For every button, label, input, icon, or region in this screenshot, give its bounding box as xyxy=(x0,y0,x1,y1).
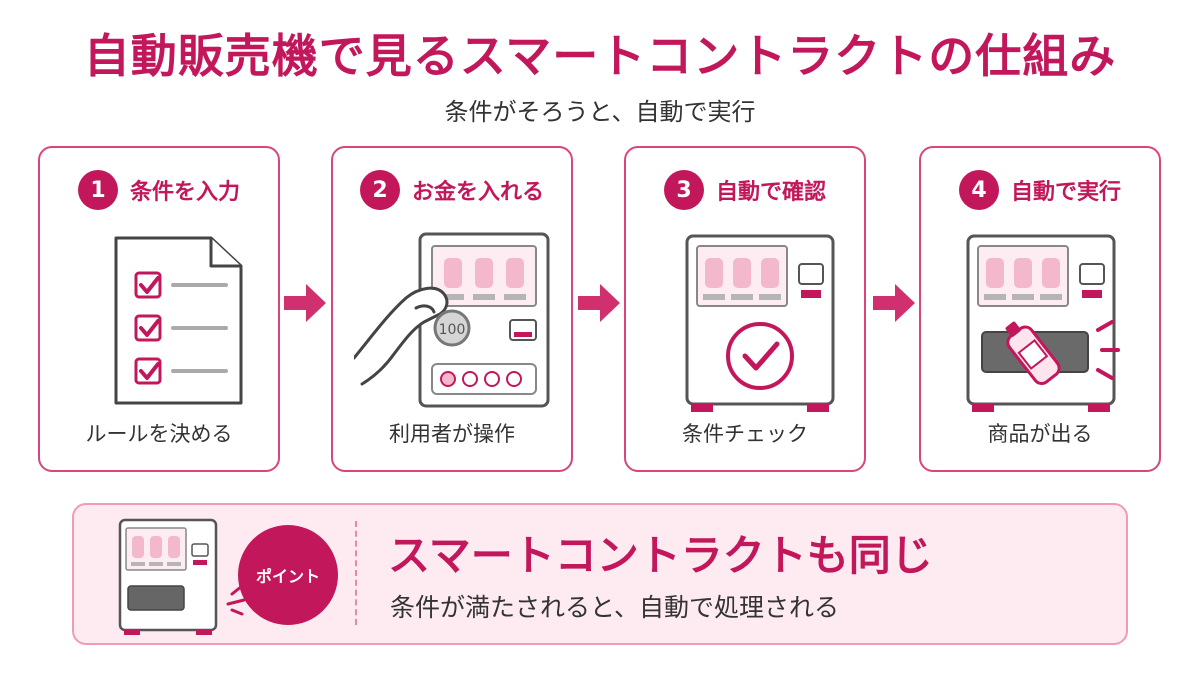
coin-label: 100 xyxy=(439,322,466,338)
step-caption: 条件チェック xyxy=(682,422,808,446)
arrow-right-icon xyxy=(284,284,326,322)
page-subtitle: 条件がそろうと、自動で実行 xyxy=(444,98,756,126)
vending-machine-dispense-icon xyxy=(966,234,1120,412)
step-card-3: 3 自動で確認 条件チェック xyxy=(624,146,866,472)
step-caption: 利用者が操作 xyxy=(389,422,515,446)
step-number-badge: 1 xyxy=(77,170,118,210)
step-caption: 商品が出る xyxy=(987,422,1093,446)
vending-machine-check-icon xyxy=(685,234,835,412)
step-caption: ルールを決める xyxy=(85,422,233,446)
checklist-document-icon xyxy=(114,236,243,405)
point-title: スマートコントラクトも同じ xyxy=(388,531,933,580)
step-title: 自動で実行 xyxy=(1010,180,1121,205)
point-subtitle: 条件が満たされると、自動で処理される xyxy=(390,593,840,622)
step-number-badge: 4 xyxy=(958,170,999,210)
step-title: お金を入れる xyxy=(411,180,544,205)
step-header: 4 自動で実行 xyxy=(921,170,1159,210)
arrow-right-icon xyxy=(873,284,915,322)
point-divider xyxy=(355,521,357,625)
page-title: 自動販売機で見るスマートコントラクトの仕組み xyxy=(83,29,1117,83)
step-card-4: 4 自動で実行 商品が出る xyxy=(919,146,1161,472)
step-title: 自動で確認 xyxy=(715,180,826,205)
step-number-badge: 3 xyxy=(663,170,704,210)
step-card-2: 2 お金を入れる 100 利用者が操作 xyxy=(331,146,573,472)
point-badge: ポイント xyxy=(238,525,338,625)
arrow-right-icon xyxy=(578,284,620,322)
step-header: 1 条件を入力 xyxy=(40,170,278,210)
step-header: 3 自動で確認 xyxy=(626,170,864,210)
step-card-1: 1 条件を入力 ルールを決める xyxy=(38,146,280,472)
hand-inserting-coin-icon: 100 xyxy=(354,232,550,408)
vending-machine-icon xyxy=(118,518,218,635)
step-title: 条件を入力 xyxy=(129,180,240,205)
step-header: 2 お金を入れる xyxy=(333,170,571,210)
step-number-badge: 2 xyxy=(359,170,400,210)
